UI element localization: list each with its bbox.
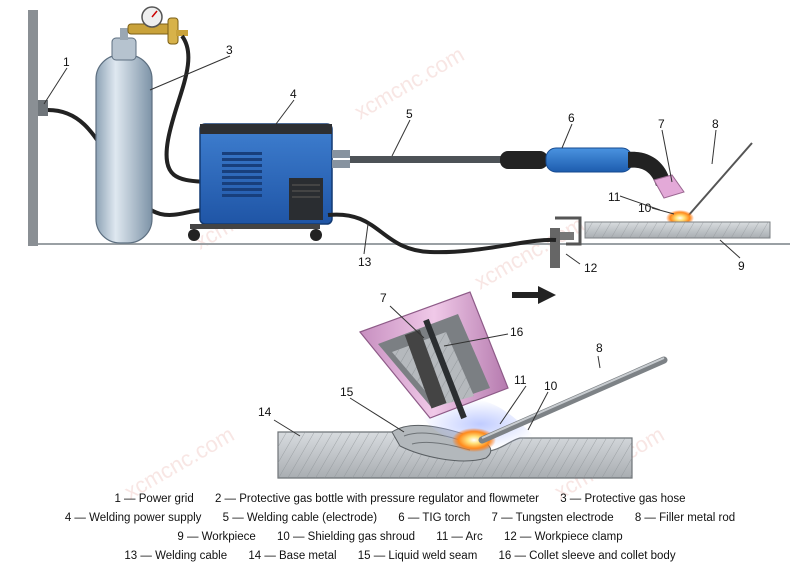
legend-item: 12 — Workpiece clamp: [503, 531, 623, 543]
tungsten-electrode: [423, 318, 467, 420]
callout-9: 9: [738, 259, 745, 273]
detail-callout-8: 8: [596, 341, 603, 355]
legend: 1 — Power grid 2 — Protective gas bottle…: [0, 490, 800, 566]
collet: [404, 329, 447, 409]
welding-power-supply: [188, 123, 350, 241]
arc: [452, 428, 496, 452]
detail-callout-11: 11: [514, 373, 527, 387]
detail-callout-7: 7: [380, 291, 387, 305]
legend-item: 8 — Filler metal rod: [634, 512, 736, 524]
power-outlet: [38, 100, 48, 116]
legend-item: 10 — Shielding gas shroud: [276, 531, 416, 543]
workpiece-clamp: [550, 216, 582, 268]
leader-lines-detail: [273, 305, 601, 437]
leader-lines-top: [43, 55, 741, 265]
pressure-regulator: [127, 6, 188, 45]
welding-cable-electrode: [350, 156, 502, 163]
detail-callout-10: 10: [544, 379, 558, 393]
callout-8: 8: [712, 117, 719, 131]
filler-rod: [687, 142, 753, 217]
legend-item: 16 — Collet sleeve and collet body: [498, 550, 676, 562]
legend-item: 14 — Base metal: [248, 550, 337, 562]
watermark: xcmcnc.com: [470, 212, 588, 295]
legend-item: 2 — Protective gas bottle with pressure …: [214, 493, 540, 505]
callout-4: 4: [290, 87, 297, 101]
detail-callout-16: 16: [510, 325, 524, 339]
callout-11: 11: [608, 190, 621, 204]
legend-item: 5 — Welding cable (electrode): [222, 512, 378, 524]
legend-row: 1 — Power grid 2 — Protective gas bottle…: [0, 490, 800, 509]
callout-1: 1: [63, 55, 70, 69]
legend-item: 3 — Protective gas hose: [560, 493, 686, 505]
direction-arrow: [512, 286, 556, 304]
legend-item: 13 — Welding cable: [124, 550, 228, 562]
legend-row: 13 — Welding cable 14 — Base metal 15 — …: [0, 547, 800, 566]
legend-item: 4 — Welding power supply: [64, 512, 202, 524]
detail-callout-15: 15: [340, 385, 354, 399]
gas-cylinder: [95, 28, 153, 244]
tig-torch: [500, 147, 685, 199]
legend-item: 9 — Workpiece: [177, 531, 256, 543]
legend-row: 4 — Welding power supply 5 — Welding cab…: [0, 509, 800, 528]
workpiece: [584, 221, 771, 239]
callout-12: 12: [584, 261, 598, 275]
legend-item: 1 — Power grid: [114, 493, 194, 505]
callout-13: 13: [358, 255, 372, 269]
detail-callout-14: 14: [258, 405, 272, 419]
callout-7: 7: [658, 117, 665, 131]
legend-item: 6 — TIG torch: [398, 512, 471, 524]
filler-rod-detail: [478, 356, 668, 444]
callout-10: 10: [638, 201, 652, 215]
legend-item: 7 — Tungsten electrode: [491, 512, 614, 524]
wall: [28, 10, 38, 246]
callout-6: 6: [568, 111, 575, 125]
welding-cable-return: [327, 212, 557, 255]
legend-item: 11 — Arc: [436, 531, 483, 543]
legend-row: 9 — Workpiece 10 — Shielding gas shroud …: [0, 528, 800, 547]
callout-5: 5: [406, 107, 413, 121]
shielding-gas-shroud: [420, 400, 540, 449]
callout-3: 3: [226, 43, 233, 57]
legend-item: 15 — Liquid weld seam: [357, 550, 478, 562]
filler-rod-highlight: [481, 357, 665, 439]
gas-hose: [164, 34, 206, 184]
